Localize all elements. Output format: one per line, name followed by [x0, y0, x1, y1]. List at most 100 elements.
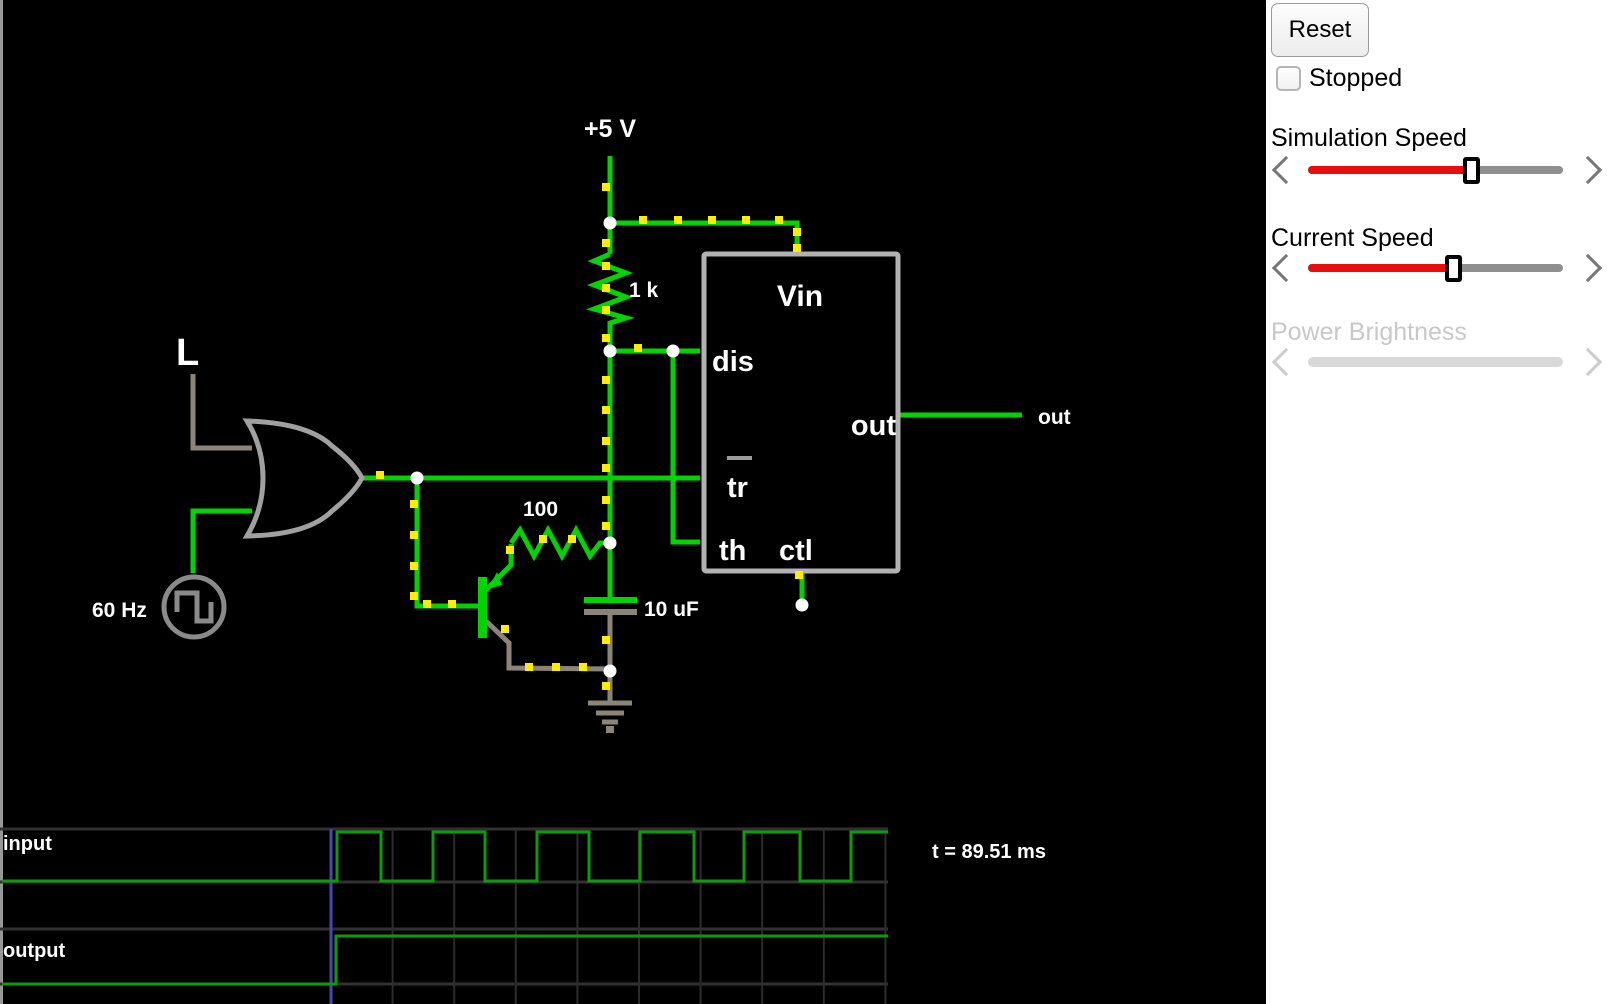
current-dot [501, 625, 509, 633]
current-speed-slider[interactable] [1266, 251, 1618, 285]
current-dot [539, 535, 547, 543]
slider-increase-icon[interactable] [1573, 253, 1603, 283]
scope-horizontal-gridlines [0, 827, 888, 986]
current-dot [775, 216, 783, 224]
source-freq-label: 60 Hz [92, 599, 147, 622]
current-dot [708, 216, 716, 224]
current-dot [602, 464, 610, 472]
resistor-100-label: 100 [523, 498, 558, 521]
slider-track[interactable] [1308, 255, 1563, 282]
scope-input-trace [2, 830, 888, 883]
current-dot [410, 500, 418, 508]
stopped-row: Stopped [1276, 64, 1402, 93]
slider-decrease-icon[interactable] [1271, 253, 1301, 283]
simulation-speed-slider[interactable] [1266, 153, 1618, 187]
stopped-checkbox[interactable] [1276, 66, 1301, 91]
stopped-label: Stopped [1309, 64, 1403, 92]
simulation-speed-label: Simulation Speed [1271, 124, 1467, 152]
capacitor[interactable] [584, 597, 637, 615]
reset-button[interactable]: Reset [1271, 3, 1369, 57]
junction-dots [410, 216, 809, 678]
slider-increase-icon [1573, 347, 1603, 377]
square-wave-source[interactable] [161, 574, 227, 640]
slider-increase-icon[interactable] [1573, 155, 1603, 185]
current-dot [525, 663, 533, 671]
junction-dot [410, 471, 424, 485]
junction-dot [795, 598, 809, 612]
scope-vertical-gridlines [391, 829, 887, 1004]
slider-fill [1308, 166, 1471, 174]
slider-handle[interactable] [1463, 157, 1480, 184]
capacitor-top-plate [584, 597, 637, 603]
scope-input-label: input [3, 833, 52, 855]
slider-decrease-icon[interactable] [1271, 155, 1301, 185]
current-dot [579, 663, 587, 671]
scope-output-trace [2, 934, 888, 986]
current-dot [742, 216, 750, 224]
current-speed-label: Current Speed [1271, 224, 1434, 252]
current-dot [639, 216, 647, 224]
transistor[interactable] [478, 572, 502, 638]
current-dot [410, 531, 418, 539]
junction-dot [666, 344, 680, 358]
scope-output-label: output [3, 940, 66, 962]
wire-th [670, 351, 700, 545]
ground-symbol[interactable] [588, 700, 632, 733]
capacitor-value-label: 10 uF [644, 598, 699, 621]
current-dot [602, 522, 610, 530]
current-dot [602, 437, 610, 445]
capacitor-bottom-plate [584, 609, 637, 615]
wire-logic-input [190, 374, 252, 451]
chip-pin-th: th [719, 535, 746, 567]
logic-input-label: L [176, 332, 199, 374]
current-dot [602, 284, 610, 292]
timer-chip[interactable]: Vin dis out tr th ctl [701, 251, 901, 574]
current-dot [795, 571, 803, 579]
current-flow-dots [376, 183, 803, 690]
current-dot [793, 228, 801, 236]
supply-voltage-label: +5 V [584, 115, 636, 143]
scope-time-readout: t = 89.51 ms [932, 841, 1046, 863]
current-dot [634, 344, 642, 352]
current-dot [602, 183, 610, 191]
power-brightness-slider [1266, 345, 1618, 379]
current-dot [602, 406, 610, 414]
scope-panel[interactable]: input output t = 89.51 ms [0, 827, 1046, 1004]
chip-pin-ctl: ctl [779, 535, 813, 567]
current-dot [602, 306, 610, 314]
circuit-canvas[interactable]: input output t = 89.51 ms [0, 0, 1266, 1004]
slider-handle[interactable] [1445, 255, 1462, 282]
current-dot [602, 496, 610, 504]
canvas-left-border [0, 0, 3, 1004]
or-gate[interactable] [242, 418, 365, 539]
resistor-1k-label: 1 k [629, 279, 659, 302]
current-dot [793, 244, 801, 252]
current-dot [506, 546, 514, 554]
chip-pin-vin: Vin [777, 280, 823, 313]
transistor-arrow [488, 572, 502, 589]
slider-decrease-icon [1271, 347, 1301, 377]
junction-dot [603, 216, 617, 230]
current-dot [410, 592, 418, 600]
current-dot [552, 663, 560, 671]
chip-pin-tr: tr [727, 472, 748, 504]
slider-track[interactable] [1308, 157, 1563, 184]
current-dot [410, 562, 418, 570]
chip-pin-out: out [851, 410, 896, 442]
current-dot [674, 216, 682, 224]
power-brightness-label: Power Brightness [1271, 318, 1467, 346]
resistor-100-zigzag [508, 524, 608, 562]
junction-dot [603, 664, 617, 678]
chip-pin-dis: dis [712, 346, 754, 378]
out-wire-label: out [1038, 406, 1071, 429]
square-wave-icon [174, 590, 214, 624]
current-dot [602, 636, 610, 644]
wire-source-to-gate [190, 508, 252, 573]
current-dot [602, 334, 610, 342]
current-dot [376, 471, 384, 479]
control-sidebar: Reset Stopped Simulation Speed Current S… [1266, 0, 1618, 1004]
transistor-base-bar [478, 577, 487, 638]
wire-to-base [414, 478, 478, 609]
junction-dot [603, 344, 617, 358]
